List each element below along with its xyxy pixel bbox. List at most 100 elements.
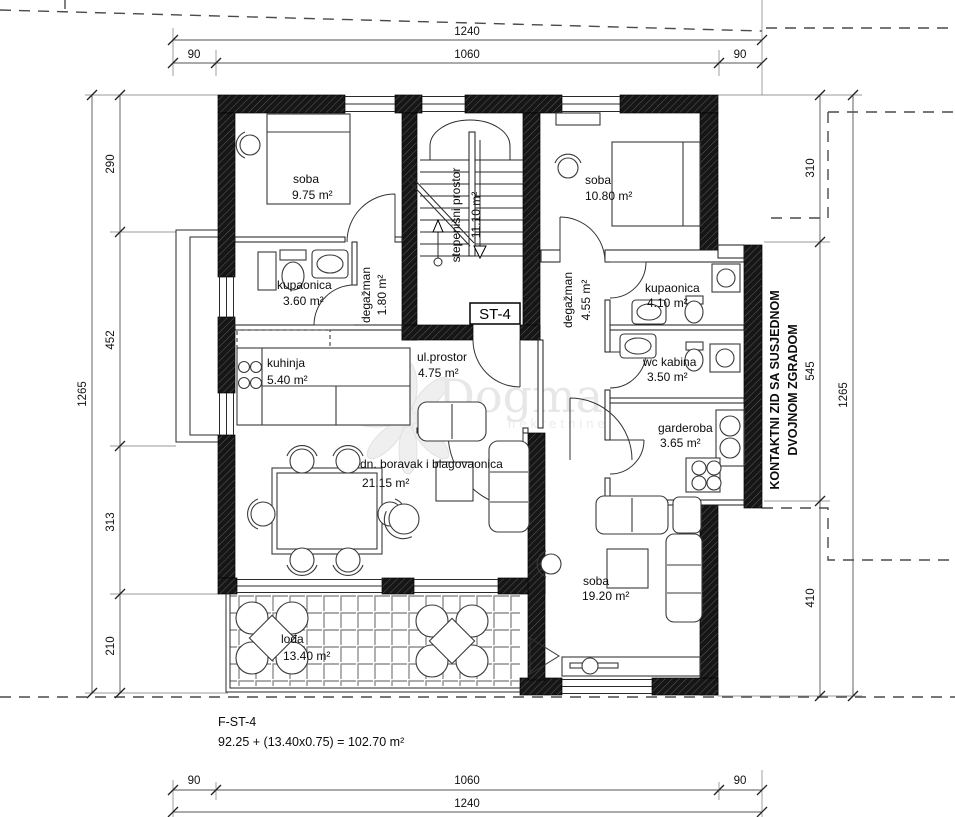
room-name: soba [293,172,319,186]
contact-note-line2: DVOJNOM ZGRADOM [786,324,800,455]
room-name: degažman [359,267,373,323]
dim-right-545: 545 [805,361,817,380]
room-name: garderoba [658,421,713,435]
bed-soba1 [266,113,351,205]
room-label-deg1: degažman 1.80 m² [359,267,389,323]
sink-icon [316,254,344,274]
dim-left-210: 210 [105,636,117,655]
bay-window-outline [175,229,218,443]
room-label-wardrobe: garderoba 3.65 m² [658,421,713,450]
room-label-soba1: soba 9.75 m² [292,172,333,202]
door-bath1 [313,284,355,326]
soba3-furniture [536,495,703,677]
walls [217,94,763,696]
window-west-upper [219,277,234,317]
wc-fixtures [619,333,741,373]
dim-right-total: 1265 [838,382,850,408]
unit-tag: ST-4 [469,302,521,325]
dim-left-313: 313 [105,512,117,531]
bath2-fixtures [631,263,741,325]
furniture [235,112,745,677]
room-label-bath2: kupaonica 4.10 m² [645,281,700,310]
dim-right-410: 410 [805,588,817,607]
room-name: ul.prostor [417,350,467,364]
windows [219,96,652,694]
bed-soba2 [555,112,701,227]
room-area: 10.80 m² [585,189,632,203]
dimensions-right: 310 545 410 1265 [718,89,862,702]
room-area: 5.40 m² [267,373,308,387]
room-name: soba [583,574,609,588]
contact-note-line1: KONTAKTNI ZID SA SUSJEDNOM [768,290,782,489]
room-area: 1.80 m² [375,275,389,316]
dim-left-total: 1265 [77,381,89,407]
dim-top-total: 1240 [454,26,480,38]
room-name: lođa [281,632,304,646]
room-area: 3.50 m² [647,370,688,384]
room-label-kitchen: kuhinja 5.40 m² [267,356,308,387]
room-name: kupaonica [277,278,332,292]
room-area: 9.75 m² [292,188,333,202]
dim-top-1060: 1060 [454,49,480,61]
wardrobe-fixtures [685,409,745,493]
door-soba1 [346,193,396,243]
sink-icon [636,303,662,321]
window-stairs-north [422,96,465,112]
room-label-deg2: degažman 4.55 m² [561,272,593,328]
door-soba3 [569,397,633,461]
room-area: 19.20 m² [582,589,629,603]
room-name: kuhinja [267,356,305,370]
dim-left-290: 290 [105,154,117,173]
door-wardrobe [609,439,645,475]
sink-icon [624,337,652,355]
room-area: 21.15 m² [362,476,409,490]
contact-wall-note: KONTAKTNI ZID SA SUSJEDNOM DVOJNOM ZGRAD… [768,290,800,489]
room-name: kupaonica [645,281,700,295]
room-label-soba3: soba 19.20 m² [582,574,629,603]
door-soba3-loggia [529,637,560,675]
room-label-living: dn. boravak i blagovaonica 21.15 m² [360,457,503,490]
toilet-icon [281,261,305,291]
dim-bottom-total: 1240 [454,798,480,810]
dim-right-310: 310 [805,158,817,177]
room-name: soba [585,173,611,187]
unit-label: ST-4 [479,306,511,323]
dimensions-top: 1240 90 1060 90 [167,0,768,95]
toilet-icon [684,348,704,372]
dim-top-90-right: 90 [734,49,747,61]
toilet-icon [684,300,704,324]
armchair-icon [383,503,420,540]
room-area: 11.10 m² [469,192,483,238]
window-soba1-north [345,96,395,112]
dim-bottom-90-left: 90 [188,775,201,787]
dim-left-452: 452 [105,330,117,349]
door-bath2 [609,261,647,299]
room-name: degažman [561,272,575,328]
coffee-table [435,461,474,502]
room-name: wc kabina [642,355,697,369]
dim-bottom-1060: 1060 [454,775,480,787]
contact-wall [743,244,763,509]
room-area: 4.10 m² [647,296,688,310]
dimensions-left: 1265 290 452 313 210 [77,89,228,699]
room-name: stepenišni prostor [449,168,463,263]
stove-burners-icon [237,360,263,390]
stair-down-arrow-icon [473,245,487,260]
dim-bottom-90-right: 90 [734,775,747,787]
living-sofa-set [383,401,530,540]
door-soba2 [559,216,606,263]
staircase [405,119,523,267]
watermark-subtitle: nekretnine [508,416,609,431]
dimensions-bottom: 90 1060 90 1240 [167,770,768,817]
room-label-loggia: lođa 13.40 m² [281,632,330,663]
room-labels: soba 9.75 m² stepenišni prostor 11.10 m²… [267,168,713,663]
dining-set [247,445,406,576]
kitchen-fixtures [236,329,411,426]
washer-icon [711,263,741,293]
window-west-lower [219,393,234,435]
plan-code: F-ST-4 [218,715,256,729]
loggia [225,594,520,693]
room-area: 4.75 m² [418,366,459,380]
